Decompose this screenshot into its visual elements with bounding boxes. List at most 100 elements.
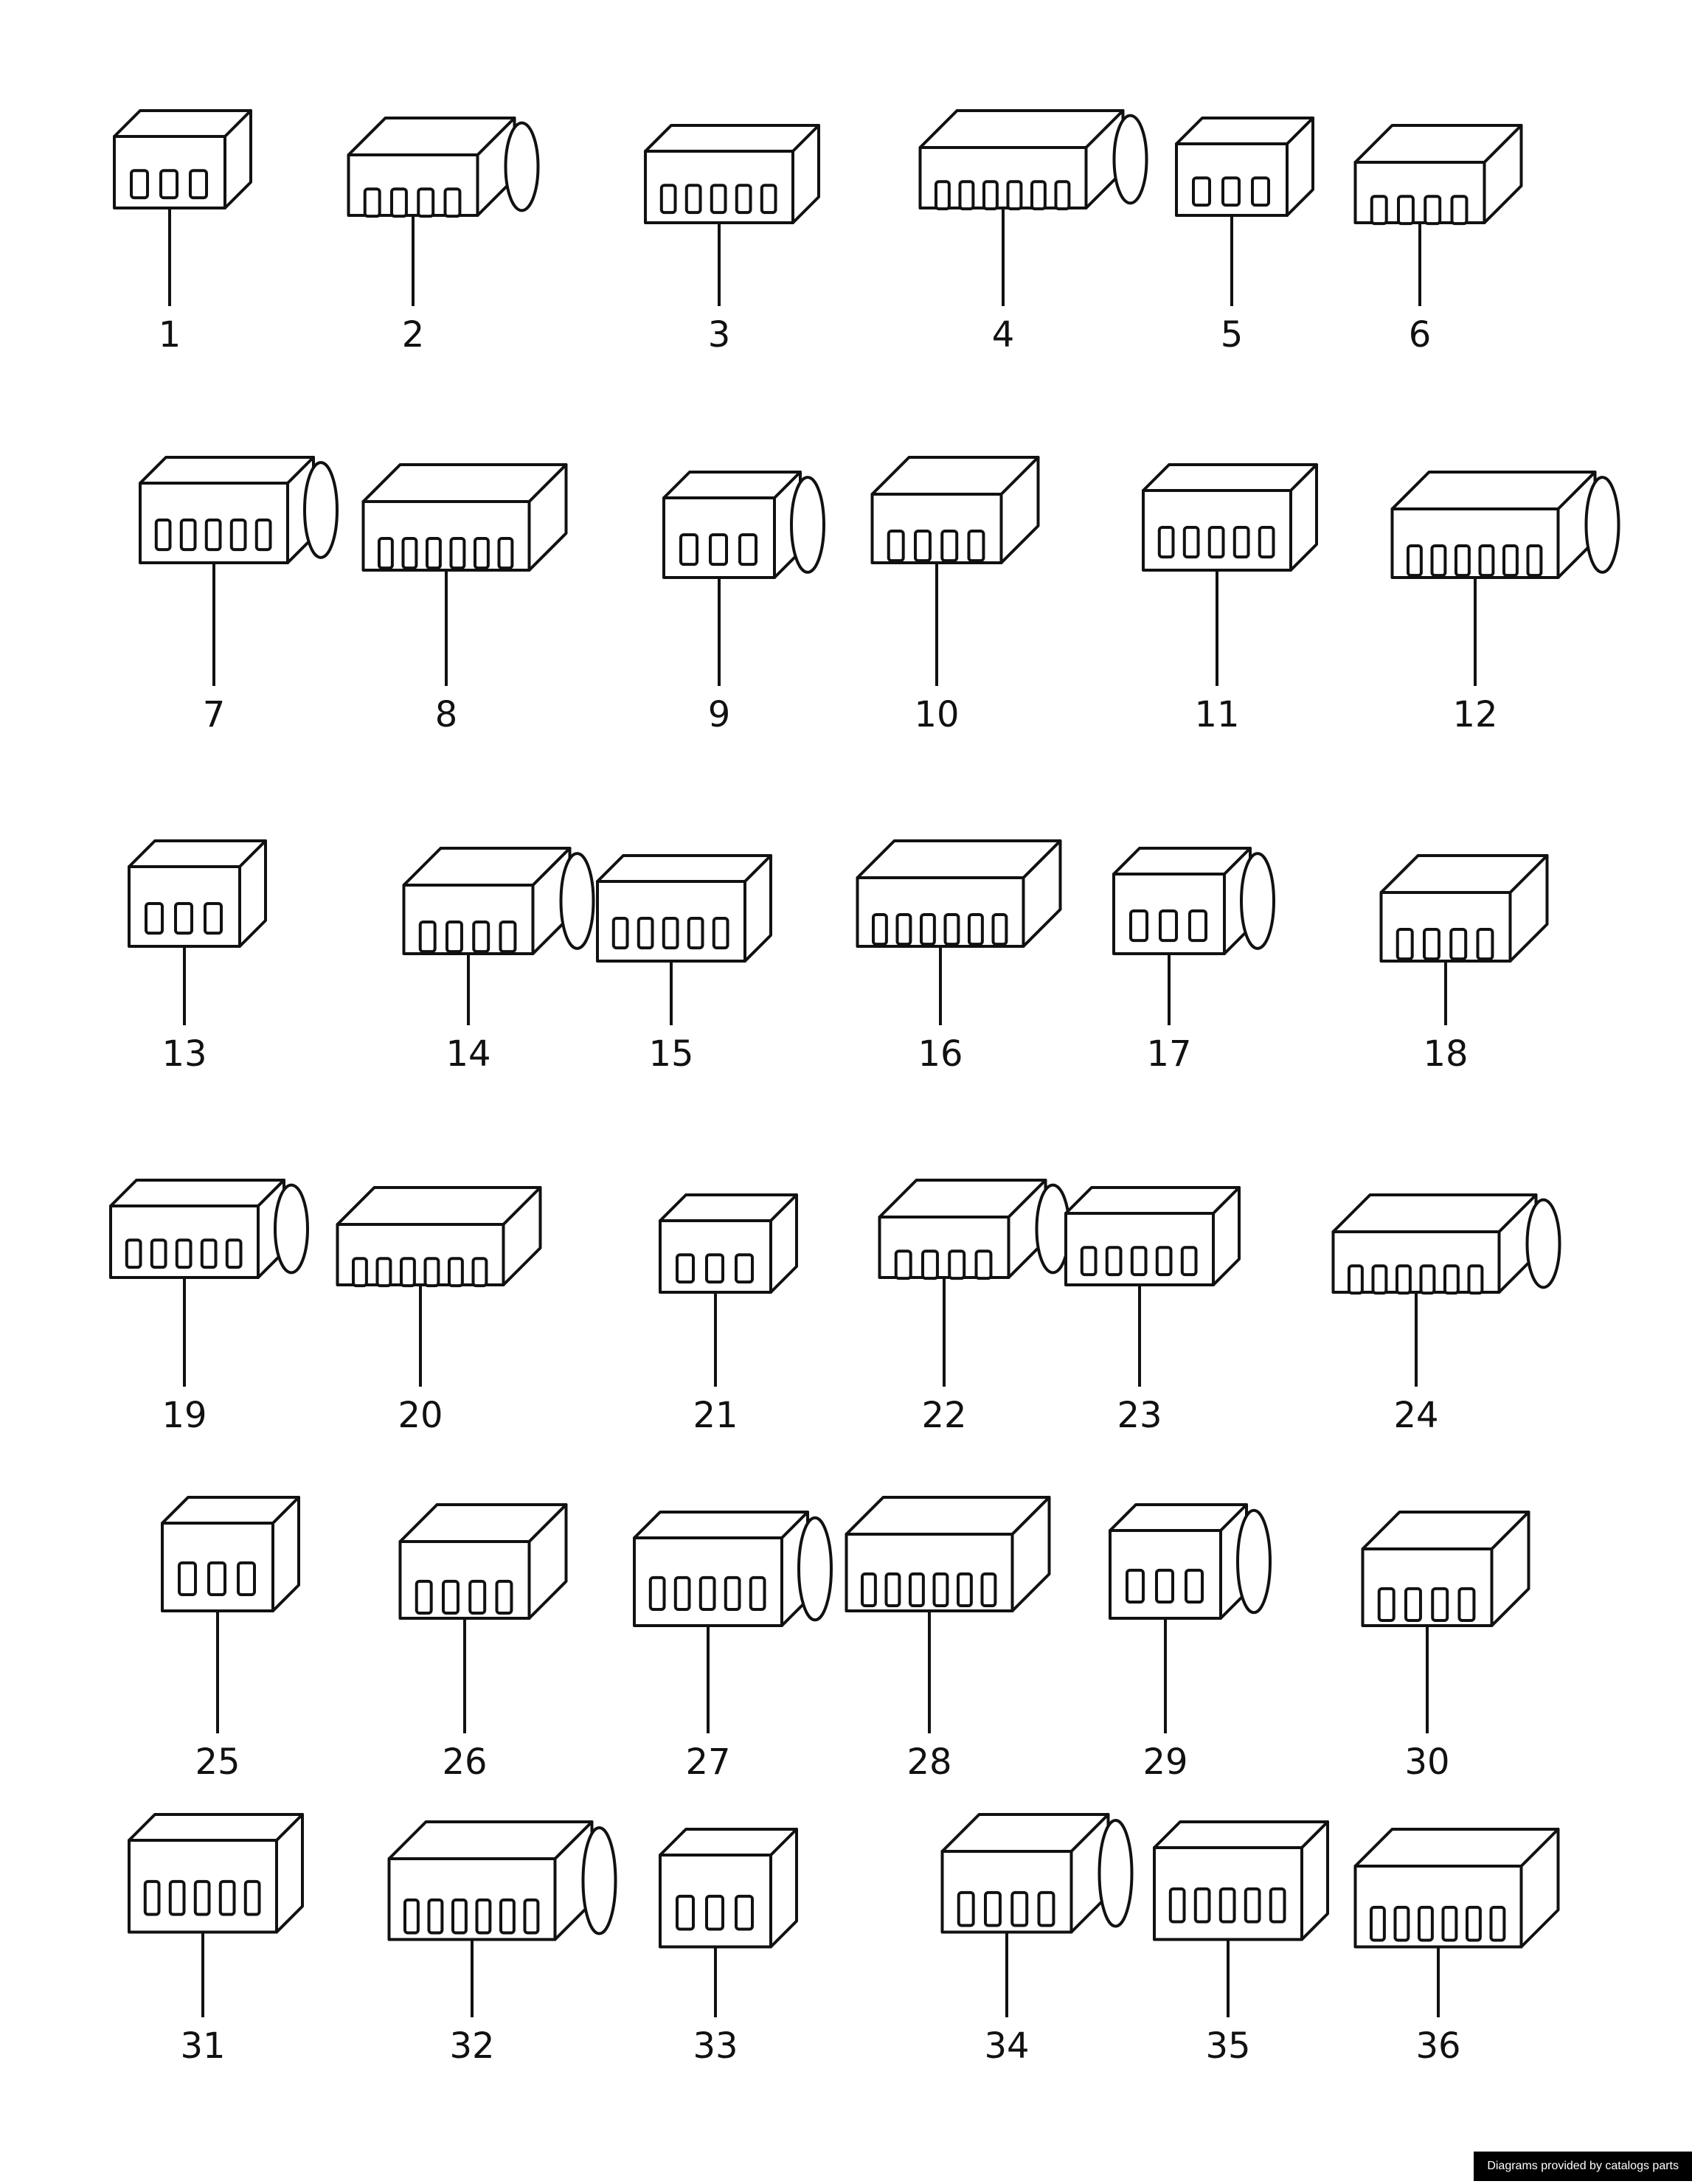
pin-cavity [401, 537, 418, 570]
pin-cavity [1443, 1264, 1460, 1295]
pin-cavity [1395, 928, 1414, 961]
pin-cavity [1159, 909, 1178, 943]
pin-cavity [1037, 1890, 1055, 1927]
pin-cavity [1377, 1587, 1395, 1623]
pin-cavity [378, 537, 394, 570]
pin-cavity [200, 1238, 218, 1269]
part-number-label: 30 [1404, 1741, 1449, 1783]
pin-cavity [130, 169, 149, 200]
pin-cavity [948, 1249, 966, 1280]
part-9: 9 [662, 471, 825, 735]
pin-cavity [884, 1572, 901, 1608]
part-number-label: 22 [921, 1395, 966, 1436]
connector-edge [1331, 1193, 1538, 1294]
pin-cavity [738, 533, 757, 566]
pin-cavity [1182, 526, 1200, 559]
part-3: 3 [644, 124, 820, 356]
part-26: 26 [398, 1503, 568, 1783]
connector-edge [1153, 1820, 1329, 1941]
pin-cavity [1467, 1264, 1484, 1295]
connector-edge [633, 1511, 809, 1627]
seal-ring [274, 1183, 309, 1275]
part-number-label: 27 [685, 1741, 730, 1783]
seal-ring [1240, 852, 1275, 950]
connector-edge [845, 1496, 1051, 1612]
pin-cavity [1424, 195, 1442, 226]
connector-edge [139, 456, 315, 564]
pin-cavity [1466, 1905, 1482, 1942]
pin-cavity [193, 1879, 211, 1916]
pin-cavity [1269, 1887, 1286, 1924]
pin-cavity [932, 1572, 949, 1608]
pin-cavity [1450, 195, 1469, 226]
part-number-label: 10 [914, 694, 959, 735]
seal-ring [504, 121, 540, 212]
pin-cavity [451, 1898, 468, 1935]
pin-cavity [1168, 1887, 1186, 1924]
part-35: 35 [1153, 1820, 1329, 2067]
pin-cavity [417, 187, 435, 218]
pin-cavity [648, 1575, 666, 1612]
pin-cavity [1431, 1587, 1449, 1623]
connector-edge [856, 839, 1062, 948]
pin-cavity [1404, 1587, 1422, 1623]
pin-cavity [958, 180, 975, 211]
connector-edge [109, 1179, 285, 1279]
part-18: 18 [1379, 854, 1549, 1075]
part-number-label: 31 [180, 2025, 225, 2067]
part-number-label: 3 [708, 314, 731, 356]
pin-cavity [1393, 1905, 1410, 1942]
part-13: 13 [128, 839, 267, 1075]
part-number-label: 2 [402, 314, 425, 356]
pin-cavity [967, 530, 985, 563]
part-number-label: 23 [1117, 1395, 1162, 1436]
part-6: 6 [1353, 124, 1523, 356]
pin-cavity [1157, 526, 1175, 559]
connector-body [1353, 124, 1523, 224]
part-12: 12 [1390, 471, 1620, 735]
pin-cavity [659, 184, 677, 215]
part-1: 1 [113, 109, 252, 356]
seal-ring [581, 1826, 617, 1935]
pin-cavity [237, 1561, 256, 1597]
pin-cavity [712, 917, 729, 950]
pin-cavity [204, 902, 223, 935]
pin-cavity [415, 1579, 433, 1615]
pin-cavity [940, 530, 959, 563]
pin-cavity [611, 917, 629, 950]
part-25: 25 [161, 1496, 300, 1783]
pin-cavity [894, 1249, 912, 1280]
pin-cavity [1130, 1246, 1148, 1277]
pin-cavity [1502, 544, 1519, 578]
pin-cavity [1526, 544, 1543, 578]
connector-edge [1361, 1511, 1530, 1627]
part-10: 10 [870, 456, 1040, 735]
part-number-label: 14 [445, 1033, 490, 1075]
pin-cavity [1155, 1246, 1173, 1277]
pin-cavity [861, 1572, 877, 1608]
pin-cavity [974, 1249, 993, 1280]
connector-edge [1175, 117, 1314, 217]
connector-edge [1112, 847, 1252, 955]
connector-edge [1353, 1828, 1560, 1949]
pin-cavity [914, 530, 932, 563]
pin-cavity [448, 1257, 464, 1288]
pin-cavity [495, 1579, 513, 1615]
part-number-label: 20 [398, 1395, 443, 1436]
pin-cavity [705, 1894, 724, 1931]
part-number-label: 5 [1221, 314, 1244, 356]
pin-cavity [178, 1561, 197, 1597]
pin-cavity [375, 1257, 392, 1288]
pin-cavity [735, 1253, 754, 1284]
connector-edge [347, 117, 516, 217]
pin-cavity [475, 1898, 492, 1935]
connector-edge [128, 1813, 304, 1934]
pin-cavity [1476, 928, 1494, 961]
part-20: 20 [336, 1186, 542, 1436]
pin-cavity [1370, 1905, 1386, 1942]
connector-edge [387, 1820, 594, 1941]
seal-ring [1112, 114, 1148, 205]
connector-edge [1064, 1186, 1241, 1286]
part-21: 21 [659, 1193, 798, 1436]
pin-cavity [449, 537, 466, 570]
